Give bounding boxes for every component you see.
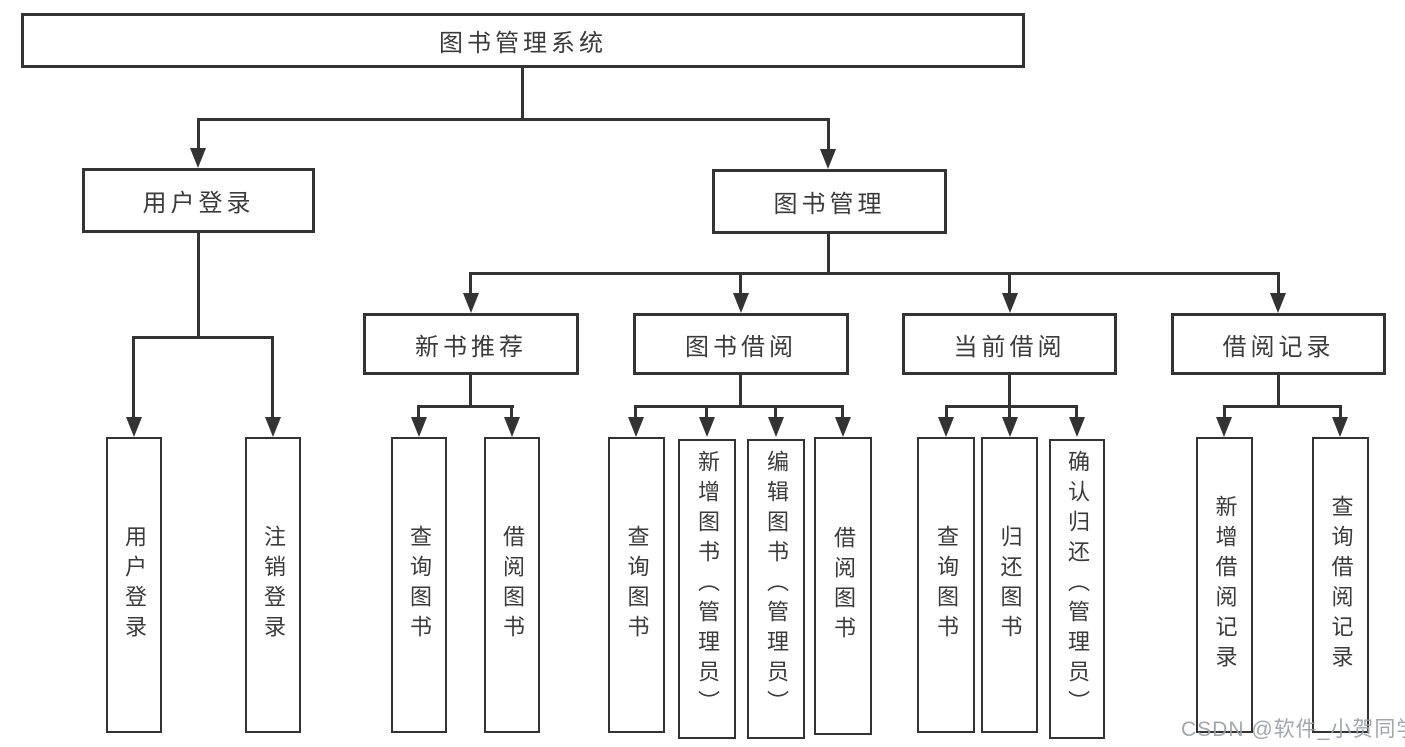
leaf-label: 新增图书（管理员） [695,450,720,720]
leaf-query-borrow-record: 查询借阅记录 [1312,437,1369,733]
leaf-label: 编辑图书（管理员） [764,450,789,720]
arrow-down-icon [126,417,142,437]
leaf-add-book-admin: 新增图书（管理员） [678,439,736,739]
leaf-label: 查询图书 [624,525,650,645]
csdn-watermark: CSDN @软件_小贺同学 [1181,718,1405,741]
leaf-query-books-current: 查询图书 [917,437,975,733]
connector-to-leaf [945,405,948,421]
connector-to-leaf [510,405,513,421]
node-current-borrowing: 当前借阅 [902,313,1117,375]
arrow-down-icon [265,417,281,437]
connector-to-leaf [1223,405,1226,421]
leaf-label: 查询图书 [407,525,432,645]
arrow-down-icon [463,293,479,313]
leaf-user-login: 用户登录 [106,437,162,733]
connector-to-leaf [417,405,420,421]
node-borrowing-records: 借阅记录 [1171,313,1386,375]
arrow-down-icon [504,417,520,437]
leaf-label: 查询图书 [934,525,959,645]
leaf-edit-book-admin: 编辑图书（管理员） [747,439,805,739]
leaf-query-books-recommend: 查询图书 [391,437,447,733]
leaf-label: 借阅图书 [831,526,856,646]
node-book-management: 图书管理 [712,169,947,234]
connector-to-leaf [1339,405,1342,421]
arrow-down-icon [733,293,749,313]
leaf-borrow-books-recommend: 借阅图书 [484,437,540,733]
connector-to-leaf [634,405,637,421]
connector-stem [1008,374,1011,408]
node-label: 借阅记录 [1222,333,1335,361]
connector-rail [1223,405,1341,408]
node-user-login: 用户登录 [82,168,315,233]
arrow-down-icon [1332,417,1348,437]
arrow-down-icon [190,148,206,168]
arrow-down-icon [938,417,954,437]
arrow-down-icon [628,417,644,437]
connector-stem [469,374,472,408]
connector-to-leaf [705,405,708,421]
connector-to-user-login [197,118,200,150]
arrow-down-icon [1002,293,1018,313]
leaf-add-borrow-record: 新增借阅记录 [1196,437,1253,733]
node-label: 图书管理系统 [439,30,607,57]
connector-to-leaf [1008,405,1011,421]
connector-book-management-rail [469,272,1280,275]
connector-to-book-borrowing [739,272,742,297]
arrow-down-icon [820,149,836,169]
connector-book-management-stem [827,233,830,275]
arrow-down-icon [411,417,427,437]
node-library-management-system: 图书管理系统 [21,13,1025,68]
arrow-down-icon [1270,293,1286,313]
arrow-down-icon [835,417,851,437]
leaf-query-books-borrowing: 查询图书 [608,437,665,733]
node-label: 用户登录 [142,190,255,217]
arrow-down-icon [1002,417,1018,437]
leaf-logout: 注销登录 [245,437,301,733]
connector-to-leaf [132,336,135,419]
connector-to-leaf [774,405,777,421]
connector-to-borrowing-records [1277,272,1280,297]
node-book-borrowing: 图书借阅 [633,313,849,375]
connector-user-login-stem [197,232,200,339]
connector-to-current-borrowing [1008,272,1011,297]
leaf-label: 归还图书 [997,525,1023,645]
node-label: 图书借阅 [685,333,797,361]
node-label: 图书管理 [773,191,886,218]
connector-rail [417,405,514,408]
connector-to-new-book-recommendation [469,272,472,297]
connector-to-leaf [271,336,274,419]
leaf-confirm-return-admin: 确认归还（管理员） [1049,439,1105,739]
node-label: 当前借阅 [953,333,1066,361]
leaf-label: 查询借阅记录 [1328,495,1354,675]
arrow-down-icon [768,417,784,437]
leaf-label: 用户登录 [122,525,147,645]
arrow-down-icon [1216,417,1232,437]
connector-to-book-management [827,118,830,151]
connector-stem [1277,374,1280,408]
leaf-label: 注销登录 [261,525,286,645]
connector-to-leaf [841,405,844,421]
connector-user-login-rail [132,336,274,339]
leaf-return-book: 归还图书 [981,437,1038,733]
connector-to-leaf [1075,405,1078,421]
connector-root-rail [197,118,830,121]
connector-rail [945,405,1078,408]
arrow-down-icon [699,417,715,437]
connector-rail [634,405,844,408]
leaf-label: 借阅图书 [500,525,525,645]
arrow-down-icon [1069,417,1085,437]
leaf-label: 确认归还（管理员） [1065,450,1090,720]
connector-stem [739,374,742,408]
node-new-book-recommendation: 新书推荐 [363,313,579,375]
node-label: 新书推荐 [415,333,527,361]
connector-root-stem [521,67,524,119]
leaf-label: 新增借阅记录 [1212,495,1238,675]
leaf-borrow-books-borrowing: 借阅图书 [814,437,872,735]
